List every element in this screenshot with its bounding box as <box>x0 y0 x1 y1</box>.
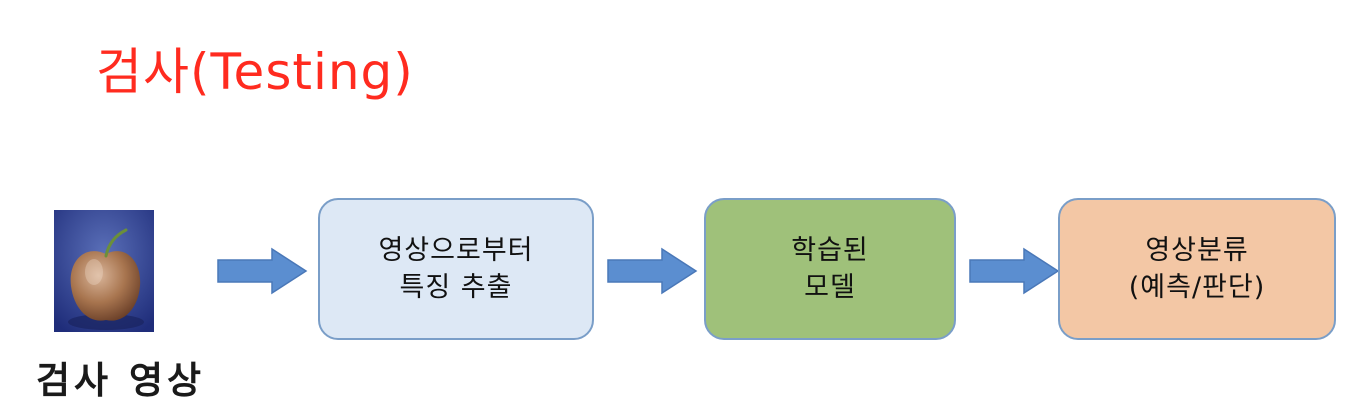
trained-model-line-1: 학습된 <box>791 235 869 266</box>
input-image-label: 검사 영상 <box>36 359 206 402</box>
image-classification-line-2: (예측/판단) <box>1128 272 1266 303</box>
image-classification-box: 영상분류 (예측/판단) <box>1058 198 1336 340</box>
feature-extraction-box: 영상으로부터 특징 추출 <box>318 198 594 340</box>
trained-model-line-2: 모델 <box>804 272 856 303</box>
right-arrow-icon <box>969 247 1060 295</box>
page-title: 검사(Testing) <box>96 43 414 101</box>
right-arrow-icon <box>217 247 308 295</box>
image-classification-line-1: 영상분류 <box>1145 235 1249 266</box>
feature-extraction-line-2: 특징 추출 <box>399 272 513 303</box>
feature-extraction-line-1: 영상으로부터 <box>378 235 534 266</box>
right-arrow-icon <box>607 247 698 295</box>
apple-image <box>54 210 154 332</box>
trained-model-box: 학습된 모델 <box>704 198 956 340</box>
